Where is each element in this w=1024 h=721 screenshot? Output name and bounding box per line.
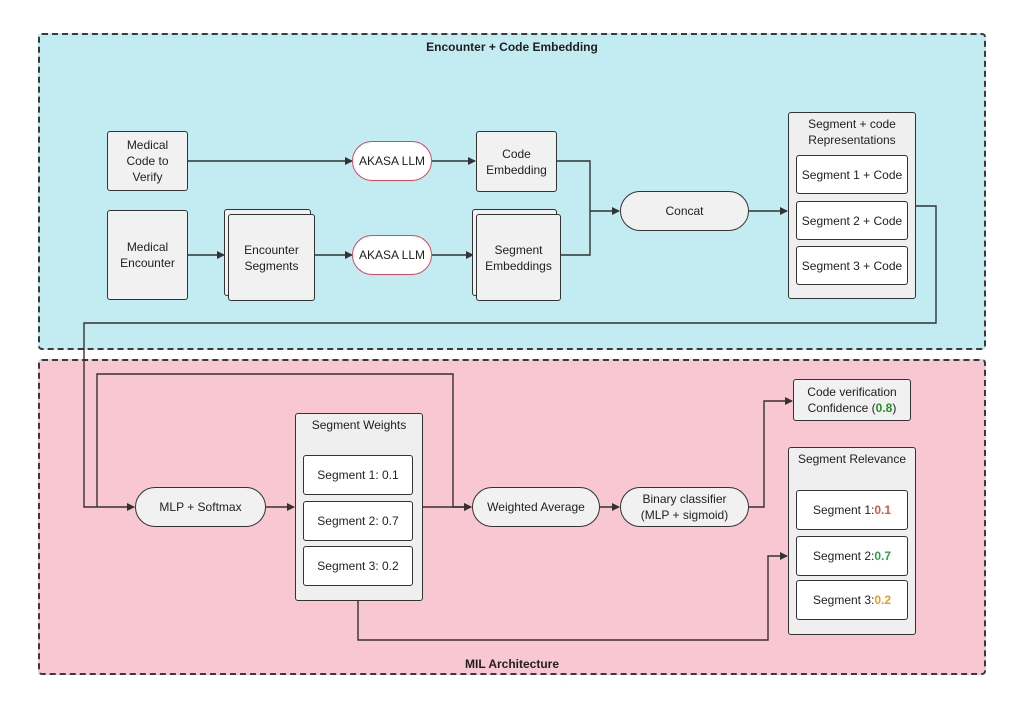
- relevance-label: Segment 1:: [812, 503, 875, 517]
- binary-classifier-node: Binary classifier (MLP + sigmoid): [620, 487, 749, 527]
- segment-weight-item: Segment 1: 0.1: [303, 455, 413, 495]
- representations-title: Segment + code Representations: [808, 117, 896, 147]
- relevance-value: 0.2: [874, 593, 892, 607]
- representation-item: Segment 1 + Code: [796, 155, 908, 194]
- representation-item: Segment 3 + Code: [796, 246, 908, 285]
- representation-item: Segment 2 + Code: [796, 201, 908, 240]
- wire-representations-to-mlp: [83, 205, 937, 511]
- relevance-label: Segment 2:: [812, 549, 875, 563]
- relevance-value: 0.7: [874, 549, 892, 563]
- wire-classifier-to-confidence: [749, 397, 793, 508]
- encounter-segments-box: Encounter Segments: [228, 214, 315, 301]
- wire-segment-embeddings-to-concat: [560, 211, 591, 256]
- confidence-suffix: ): [892, 401, 897, 415]
- segment-relevance-item: Segment 1: 0.1: [796, 490, 908, 530]
- concat-node: Concat: [620, 191, 749, 231]
- code-verification-confidence-box: Code verification Confidence (0.8): [793, 379, 911, 421]
- wire-weights-to-relevance: [357, 552, 788, 641]
- confidence-line2: Confidence (0.8): [808, 400, 897, 416]
- segment-weight-item: Segment 3: 0.2: [303, 546, 413, 586]
- top-region-title: Encounter + Code Embedding: [426, 40, 598, 54]
- relevance-label: Segment 3:: [812, 593, 875, 607]
- confidence-prefix: Confidence (: [807, 401, 876, 415]
- medical-encounter-box: Medical Encounter: [107, 210, 188, 300]
- segment-weight-item: Segment 2: 0.7: [303, 501, 413, 541]
- wire-code-embedding-to-concat: [556, 160, 591, 211]
- relevance-value: 0.1: [874, 503, 892, 517]
- confidence-line1: Code verification: [807, 385, 897, 399]
- akasa-llm-segments-node: AKASA LLM: [352, 235, 432, 275]
- akasa-llm-code-node: AKASA LLM: [352, 141, 432, 181]
- medical-code-box: Medical Code to Verify: [107, 131, 188, 191]
- segment-relevance-title: Segment Relevance: [797, 452, 907, 466]
- mlp-softmax-node: MLP + Softmax: [135, 487, 266, 527]
- code-embedding-box: Code Embedding: [476, 131, 557, 192]
- segment-embeddings-box: Segment Embeddings: [476, 214, 561, 301]
- segment-weights-title: Segment Weights: [311, 418, 407, 432]
- bottom-region-title: MIL Architecture: [464, 657, 560, 671]
- segment-relevance-item: Segment 3: 0.2: [796, 580, 908, 620]
- confidence-value: 0.8: [875, 401, 893, 415]
- weighted-average-node: Weighted Average: [472, 487, 600, 527]
- segment-relevance-item: Segment 2: 0.7: [796, 536, 908, 576]
